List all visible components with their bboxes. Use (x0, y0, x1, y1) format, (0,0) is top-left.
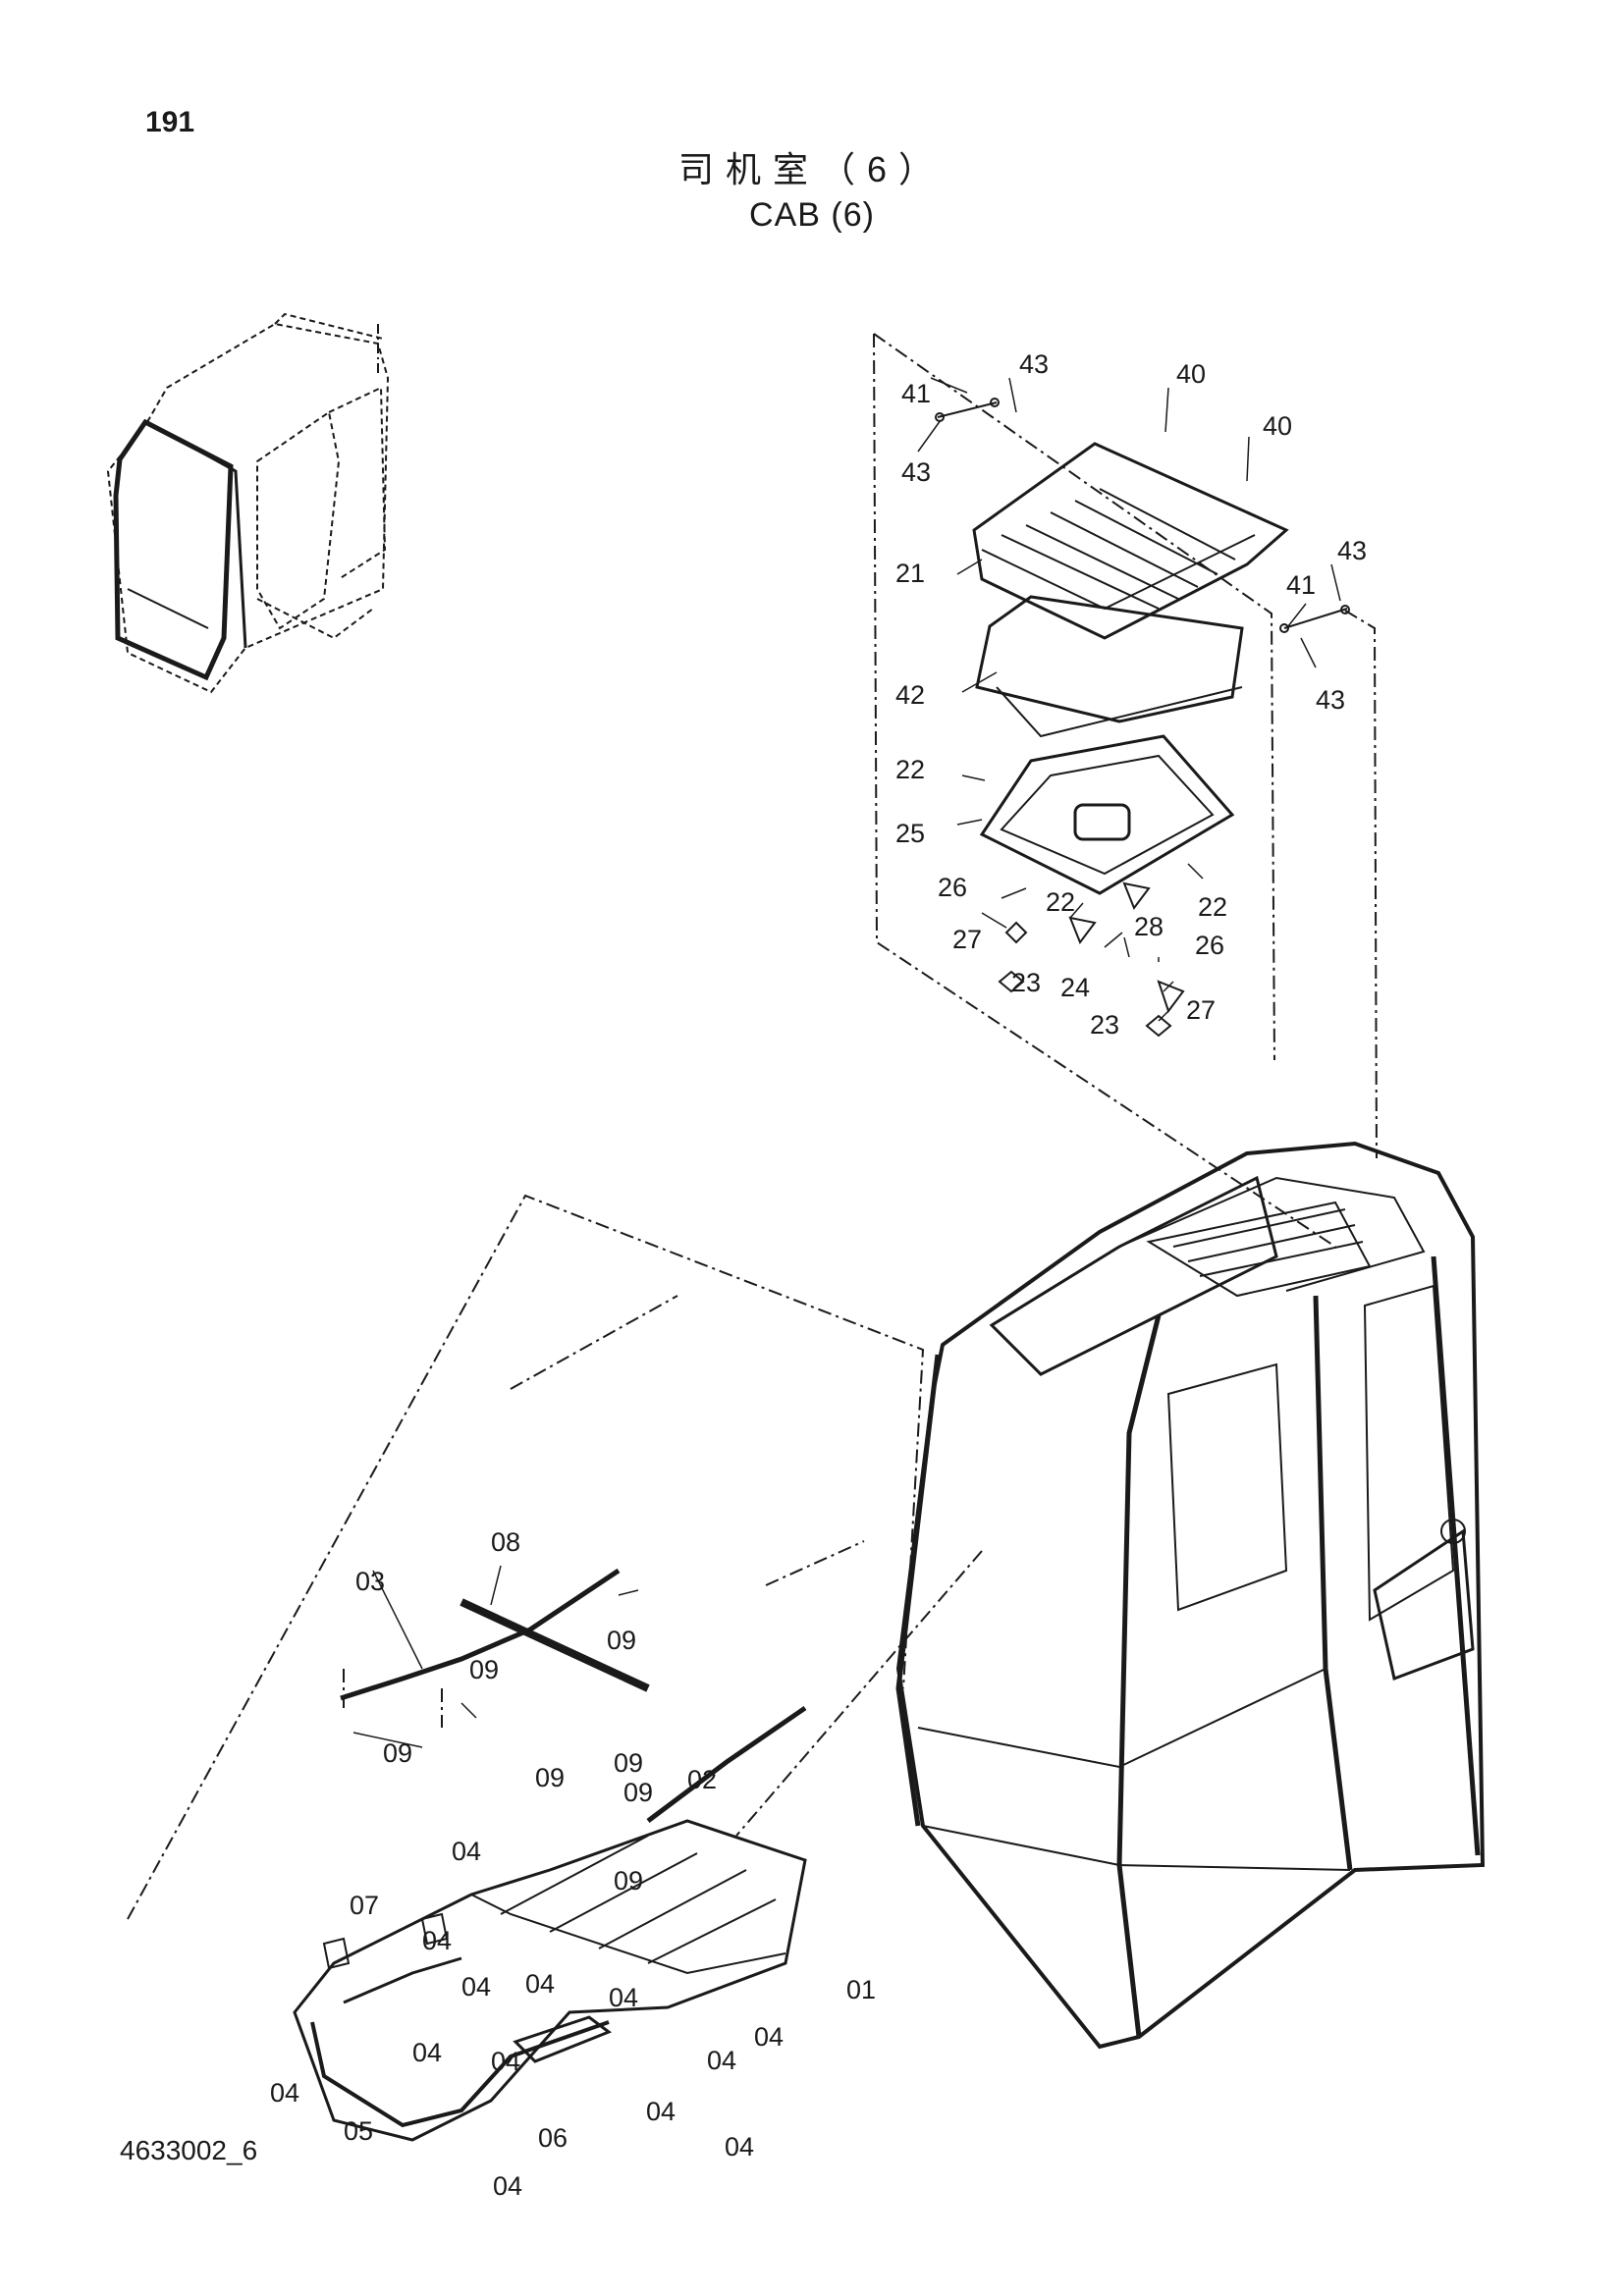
callout-41: 41 (901, 379, 931, 408)
page-title: 司机室（6） CAB (6) (0, 147, 1624, 238)
callout-04: 04 (707, 2046, 736, 2075)
callout-09: 09 (607, 1626, 636, 1655)
callout-24: 24 (1060, 973, 1090, 1002)
callout-04: 04 (493, 2171, 522, 2201)
callout-09: 09 (614, 1866, 643, 1896)
callout-04: 04 (491, 2047, 520, 2076)
callout-27: 27 (1186, 995, 1216, 1025)
callout-09: 09 (535, 1763, 565, 1792)
callout-04: 04 (725, 2132, 754, 2162)
callout-43: 43 (1337, 536, 1367, 565)
title-chinese: 司机室（6） (677, 149, 947, 189)
callout-22: 22 (1198, 892, 1227, 922)
callout-26: 26 (938, 873, 967, 902)
callout-27: 27 (952, 925, 982, 954)
callout-04: 04 (461, 1972, 491, 2002)
callout-23: 23 (1011, 968, 1041, 997)
callout-43: 43 (901, 457, 931, 487)
cab-frame-icon (895, 1141, 1486, 2050)
cab-overview-icon (106, 312, 390, 694)
callout-04: 04 (270, 2078, 299, 2108)
callout-01: 01 (846, 1975, 876, 2004)
callout-21: 21 (895, 559, 925, 588)
callout-09: 09 (383, 1738, 412, 1768)
callout-06: 06 (538, 2123, 568, 2153)
callout-04: 04 (412, 2038, 442, 2067)
callout-09: 09 (469, 1655, 499, 1684)
callout-04: 04 (452, 1837, 481, 1866)
callout-09: 09 (614, 1748, 643, 1778)
roof-hatch-assembly-icon (873, 333, 1378, 1248)
callout-23: 23 (1090, 1010, 1119, 1040)
callout-02: 02 (687, 1765, 717, 1794)
callout-22: 22 (895, 755, 925, 784)
callout-26: 26 (1195, 931, 1224, 960)
callout-43: 43 (1316, 685, 1345, 715)
callout-43: 43 (1019, 349, 1049, 379)
drawing-number: 4633002_6 (120, 2135, 258, 2165)
page-number: 191 (145, 106, 195, 138)
callout-09: 09 (623, 1778, 653, 1807)
callout-03: 03 (355, 1567, 385, 1596)
headliner-icon (127, 1194, 983, 2142)
callout-04: 04 (525, 1969, 555, 1999)
callout-04: 04 (609, 1983, 638, 2012)
callout-28: 28 (1134, 912, 1164, 941)
callout-04: 04 (646, 2097, 676, 2126)
callout-41: 41 (1286, 570, 1316, 600)
callout-22: 22 (1046, 887, 1075, 917)
callout-40: 40 (1176, 359, 1206, 389)
callout-04: 04 (422, 1926, 452, 1955)
callout-04: 04 (754, 2022, 784, 2052)
callout-25: 25 (895, 819, 925, 848)
title-english: CAB (6) (749, 196, 875, 234)
callout-05: 05 (344, 2116, 373, 2146)
callout-07: 07 (350, 1891, 379, 1920)
callout-08: 08 (491, 1527, 520, 1557)
callout-40: 40 (1263, 411, 1292, 441)
callout-42: 42 (895, 680, 925, 710)
